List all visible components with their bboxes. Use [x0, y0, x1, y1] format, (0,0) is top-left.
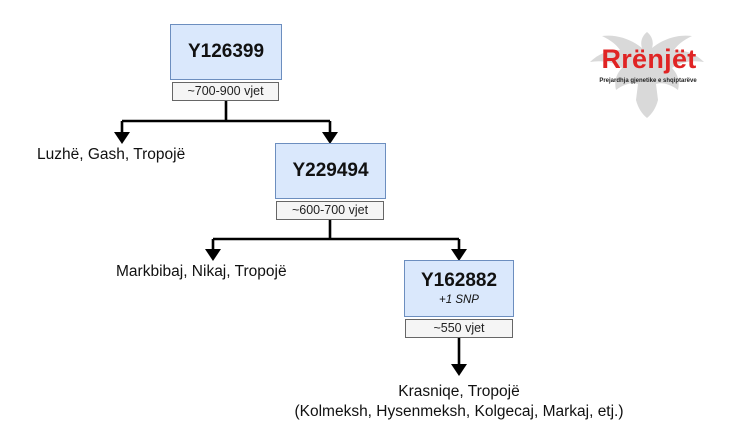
node-root-label: Y126399: [187, 40, 265, 62]
node-y162882: Y162882 +1 SNP: [404, 260, 514, 317]
arrowhead-leaf-1: [114, 132, 130, 144]
node-y162882-note: +1 SNP: [439, 293, 479, 306]
node-y162882-age: ~550 vjet: [405, 319, 513, 338]
node-y229494-age: ~600-700 vjet: [276, 201, 384, 220]
logo-wordmark: Rrënjët: [601, 44, 697, 74]
arrowhead-leaf-2: [205, 249, 221, 261]
node-y229494-label: Y229494: [292, 159, 369, 181]
node-y229494: Y229494: [275, 143, 386, 199]
arrowhead-final: [451, 364, 467, 376]
node-root-age: ~700-900 vjet: [172, 82, 279, 101]
leaf-markbibaj-nikaj-tropoje: Markbibaj, Nikaj, Tropojë: [116, 263, 287, 280]
node-y162882-label: Y162882: [420, 270, 498, 292]
leaf-luzhe-gash-tropoje: Luzhë, Gash, Tropojë: [37, 146, 186, 163]
logo-tagline: Prejardhja gjenetike e shqiptarëve: [599, 78, 697, 84]
arrowhead-node-3: [451, 249, 467, 261]
rrenjet-logo: Rrënjët Prejardhja gjenetike e shqiptarë…: [572, 28, 722, 120]
node-root: Y126399: [170, 24, 282, 80]
leaf-final-line-1: Krasniqe, Tropojë: [398, 383, 520, 400]
arrowhead-node-2: [322, 132, 338, 144]
eagle-emblem-icon: [590, 32, 704, 118]
leaf-final-line-2: (Kolmeksh, Hysenmeksh, Kolgecaj, Markaj,…: [294, 403, 624, 420]
